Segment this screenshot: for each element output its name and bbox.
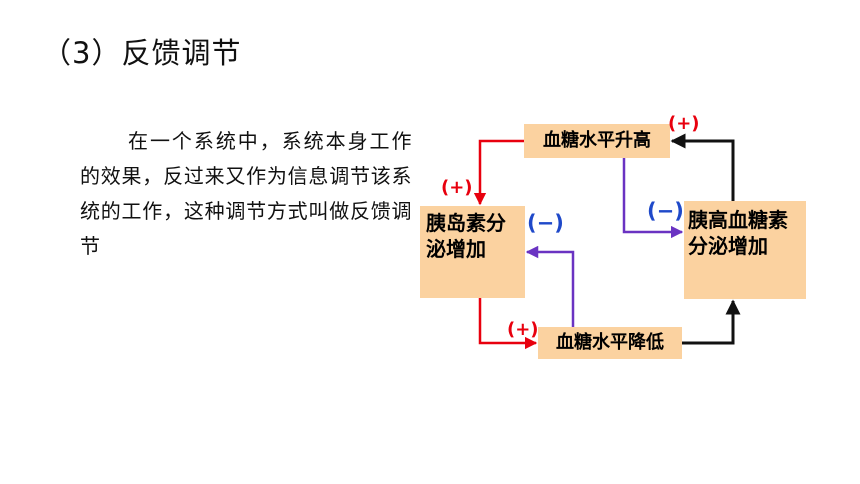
page-title: （3）反馈调节	[42, 36, 242, 70]
sign-negative-left: (−)	[527, 211, 564, 235]
arrow-bottom-to-right	[682, 299, 741, 345]
box-blood-sugar-rise: 血糖水平升高	[524, 124, 670, 158]
box-blood-sugar-fall: 血糖水平降低	[538, 327, 682, 359]
arrow-left-to-bottom	[478, 298, 538, 350]
arrow-top-to-left	[473, 139, 524, 206]
arrow-bottom-to-left	[525, 245, 575, 327]
sign-positive-top: (+)	[668, 113, 700, 134]
sign-positive-left: (+)	[441, 177, 473, 198]
sign-negative-right: (−)	[647, 199, 684, 223]
arrow-right-to-top	[670, 133, 735, 201]
box-insulin-increase: 胰岛素分泌增加	[420, 206, 525, 298]
sign-positive-bottom: (+)	[507, 319, 539, 340]
box-glucagon-increase: 胰高血糖素分泌增加	[684, 201, 806, 299]
definition-paragraph: 在一个系统中，系统本身工作的效果，反过来又作为信息调节该系统的工作，这种调节方式…	[80, 129, 412, 258]
arrow-top-to-right	[622, 158, 684, 239]
